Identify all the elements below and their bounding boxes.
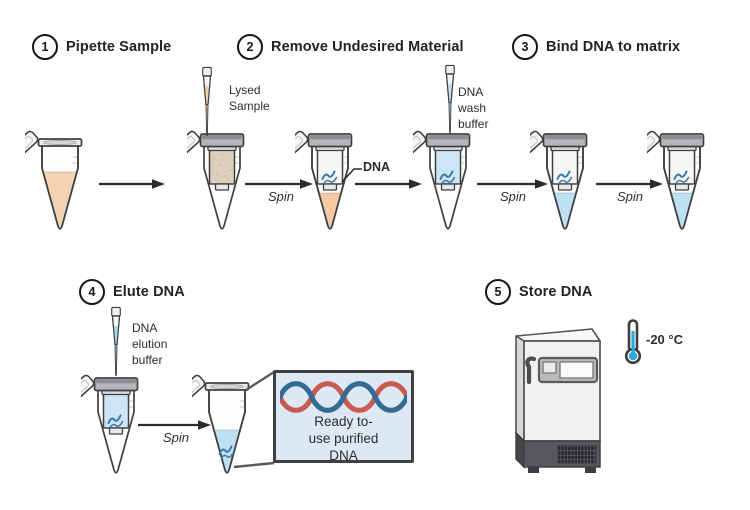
arrow-icon bbox=[354, 176, 423, 192]
purified-dna-callout: Ready to- use purified DNA bbox=[273, 370, 414, 463]
spin-label: Spin bbox=[162, 430, 190, 445]
step-1-header: 1 Pipette Sample bbox=[32, 34, 171, 60]
spin-arrow-icon bbox=[244, 176, 314, 192]
bound-dna-matrix-tube-icon bbox=[647, 113, 717, 248]
step-4-header: 4 Elute DNA bbox=[79, 279, 185, 305]
spin-label: Spin bbox=[616, 189, 644, 204]
step-3-header: 3 Bind DNA to matrix bbox=[512, 34, 680, 60]
dna-label: DNA bbox=[363, 160, 391, 174]
sample-tube-icon bbox=[25, 113, 95, 248]
step-2-header: 2 Remove Undesired Material bbox=[237, 34, 464, 60]
spin-label: Spin bbox=[499, 189, 527, 204]
dna-helix-icon bbox=[280, 381, 407, 413]
step-4-badge: 4 bbox=[79, 279, 105, 305]
wash-buffer-tube-icon bbox=[413, 113, 483, 248]
step-5-title: Store DNA bbox=[519, 284, 593, 300]
step-2-badge: 2 bbox=[237, 34, 263, 60]
step-5-header: 5 Store DNA bbox=[485, 279, 592, 305]
spin-label: Spin bbox=[267, 189, 295, 204]
washed-column-tube-icon bbox=[530, 113, 600, 248]
spin-arrow-icon bbox=[476, 176, 549, 192]
purified-dna-tube-icon bbox=[192, 357, 262, 492]
elution-buffer-pipette-icon bbox=[104, 306, 128, 386]
step-2-title: Remove Undesired Material bbox=[271, 39, 464, 55]
dna-wash-buffer-label: DNA wash buffer bbox=[458, 85, 489, 131]
thermometer-icon bbox=[620, 318, 646, 366]
dna-leader-line bbox=[328, 156, 368, 186]
step-1-badge: 1 bbox=[32, 34, 58, 60]
lysed-sample-label: Lysed Sample bbox=[229, 83, 270, 113]
step-5-badge: 5 bbox=[485, 279, 511, 305]
step-4-title: Elute DNA bbox=[113, 284, 185, 300]
step-3-title: Bind DNA to matrix bbox=[546, 39, 681, 55]
temperature-label: -20 °C bbox=[646, 332, 683, 347]
spin-arrow-icon bbox=[595, 176, 664, 192]
dna-elution-buffer-label: DNA elution buffer bbox=[132, 321, 168, 367]
lab-freezer-icon bbox=[506, 312, 618, 474]
callout-connector-lines bbox=[230, 360, 278, 472]
lysed-sample-pipette-icon bbox=[195, 66, 219, 146]
elution-column-tube-icon bbox=[81, 357, 151, 492]
spin-arrow-icon bbox=[137, 417, 212, 433]
step-1-title: Pipette Sample bbox=[66, 39, 172, 55]
spin-column-matrix-tube-icon bbox=[187, 113, 257, 248]
wash-buffer-pipette-icon bbox=[438, 64, 462, 144]
ready-dna-text: Ready to- use purified DNA bbox=[308, 414, 379, 463]
arrow-icon bbox=[98, 176, 166, 192]
spin-column-bound-dna-tube-icon bbox=[295, 113, 365, 248]
step-3-badge: 3 bbox=[512, 34, 538, 60]
